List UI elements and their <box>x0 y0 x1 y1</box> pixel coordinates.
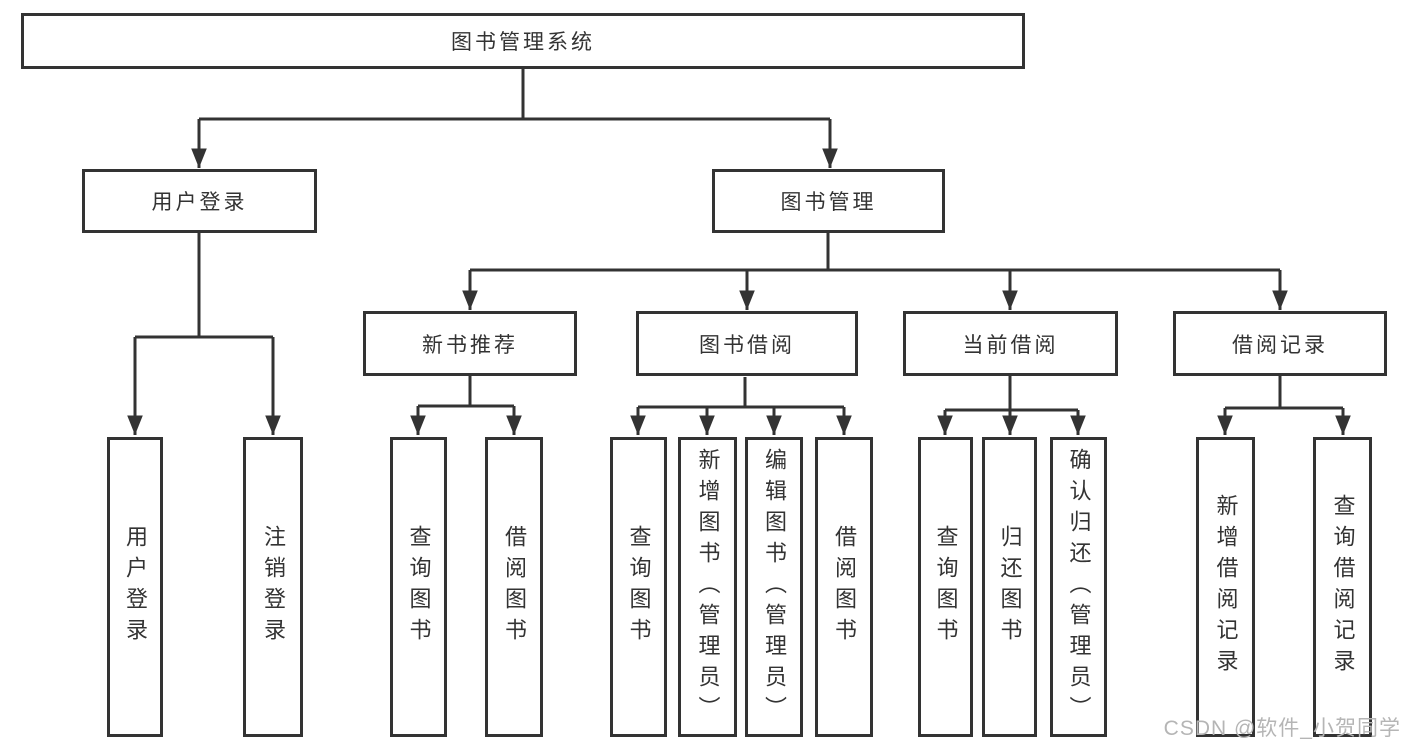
leaf-confirm-return-admin: 确认归还（管理员） <box>1050 437 1107 737</box>
leaf-borrowing-query-books-label: 查询图书 <box>626 525 652 649</box>
leaf-query-borrow-record-label: 查询借阅记录 <box>1330 494 1356 680</box>
leaf-return-books: 归还图书 <box>982 437 1037 737</box>
node-new-book-recommend: 新书推荐 <box>363 311 577 376</box>
node-book-borrowing-label: 图书借阅 <box>699 333 795 357</box>
leaf-logout: 注销登录 <box>243 437 303 737</box>
leaf-edit-books-admin-label: 编辑图书（管理员） <box>762 447 787 727</box>
leaf-edit-books-admin: 编辑图书（管理员） <box>745 437 803 737</box>
leaf-recommend-query-books: 查询图书 <box>390 437 447 737</box>
node-current-borrowing: 当前借阅 <box>903 311 1118 376</box>
leaf-query-borrow-record: 查询借阅记录 <box>1313 437 1372 737</box>
leaf-add-books-admin-label: 新增图书（管理员） <box>695 447 721 727</box>
leaf-add-books-admin: 新增图书（管理员） <box>678 437 737 737</box>
csdn-watermark: CSDN @软件_小贺同学 <box>1163 717 1401 740</box>
node-root-system: 图书管理系统 <box>21 13 1025 69</box>
leaf-add-borrow-record-label: 新增借阅记录 <box>1213 494 1239 680</box>
node-user-login-label: 用户登录 <box>151 191 248 214</box>
leaf-logout-label: 注销登录 <box>261 525 286 649</box>
leaf-user-login-label: 用户登录 <box>123 525 148 649</box>
leaf-borrowing-borrow-books: 借阅图书 <box>815 437 873 737</box>
leaf-borrowing-query-books: 查询图书 <box>610 437 667 737</box>
node-book-management: 图书管理 <box>712 169 945 233</box>
leaf-user-login: 用户登录 <box>107 437 163 737</box>
node-current-borrowing-label: 当前借阅 <box>962 333 1059 357</box>
node-book-borrowing: 图书借阅 <box>636 311 858 376</box>
leaf-recommend-query-books-label: 查询图书 <box>406 525 432 649</box>
node-book-management-label: 图书管理 <box>780 191 877 214</box>
leaf-current-query-books: 查询图书 <box>918 437 973 737</box>
node-new-book-recommend-label: 新书推荐 <box>422 333 518 357</box>
leaf-recommend-borrow-books: 借阅图书 <box>485 437 543 737</box>
node-borrowing-records: 借阅记录 <box>1173 311 1387 376</box>
node-root-label: 图书管理系统 <box>451 31 595 54</box>
leaf-borrowing-borrow-books-label: 借阅图书 <box>832 525 857 649</box>
leaf-return-books-label: 归还图书 <box>997 525 1023 649</box>
leaf-current-query-books-label: 查询图书 <box>933 525 959 649</box>
leaf-confirm-return-admin-label: 确认归还（管理员） <box>1066 447 1092 727</box>
leaf-add-borrow-record: 新增借阅记录 <box>1196 437 1255 737</box>
node-user-login: 用户登录 <box>82 169 317 233</box>
node-borrowing-records-label: 借阅记录 <box>1232 333 1328 357</box>
leaf-recommend-borrow-books-label: 借阅图书 <box>502 525 527 649</box>
